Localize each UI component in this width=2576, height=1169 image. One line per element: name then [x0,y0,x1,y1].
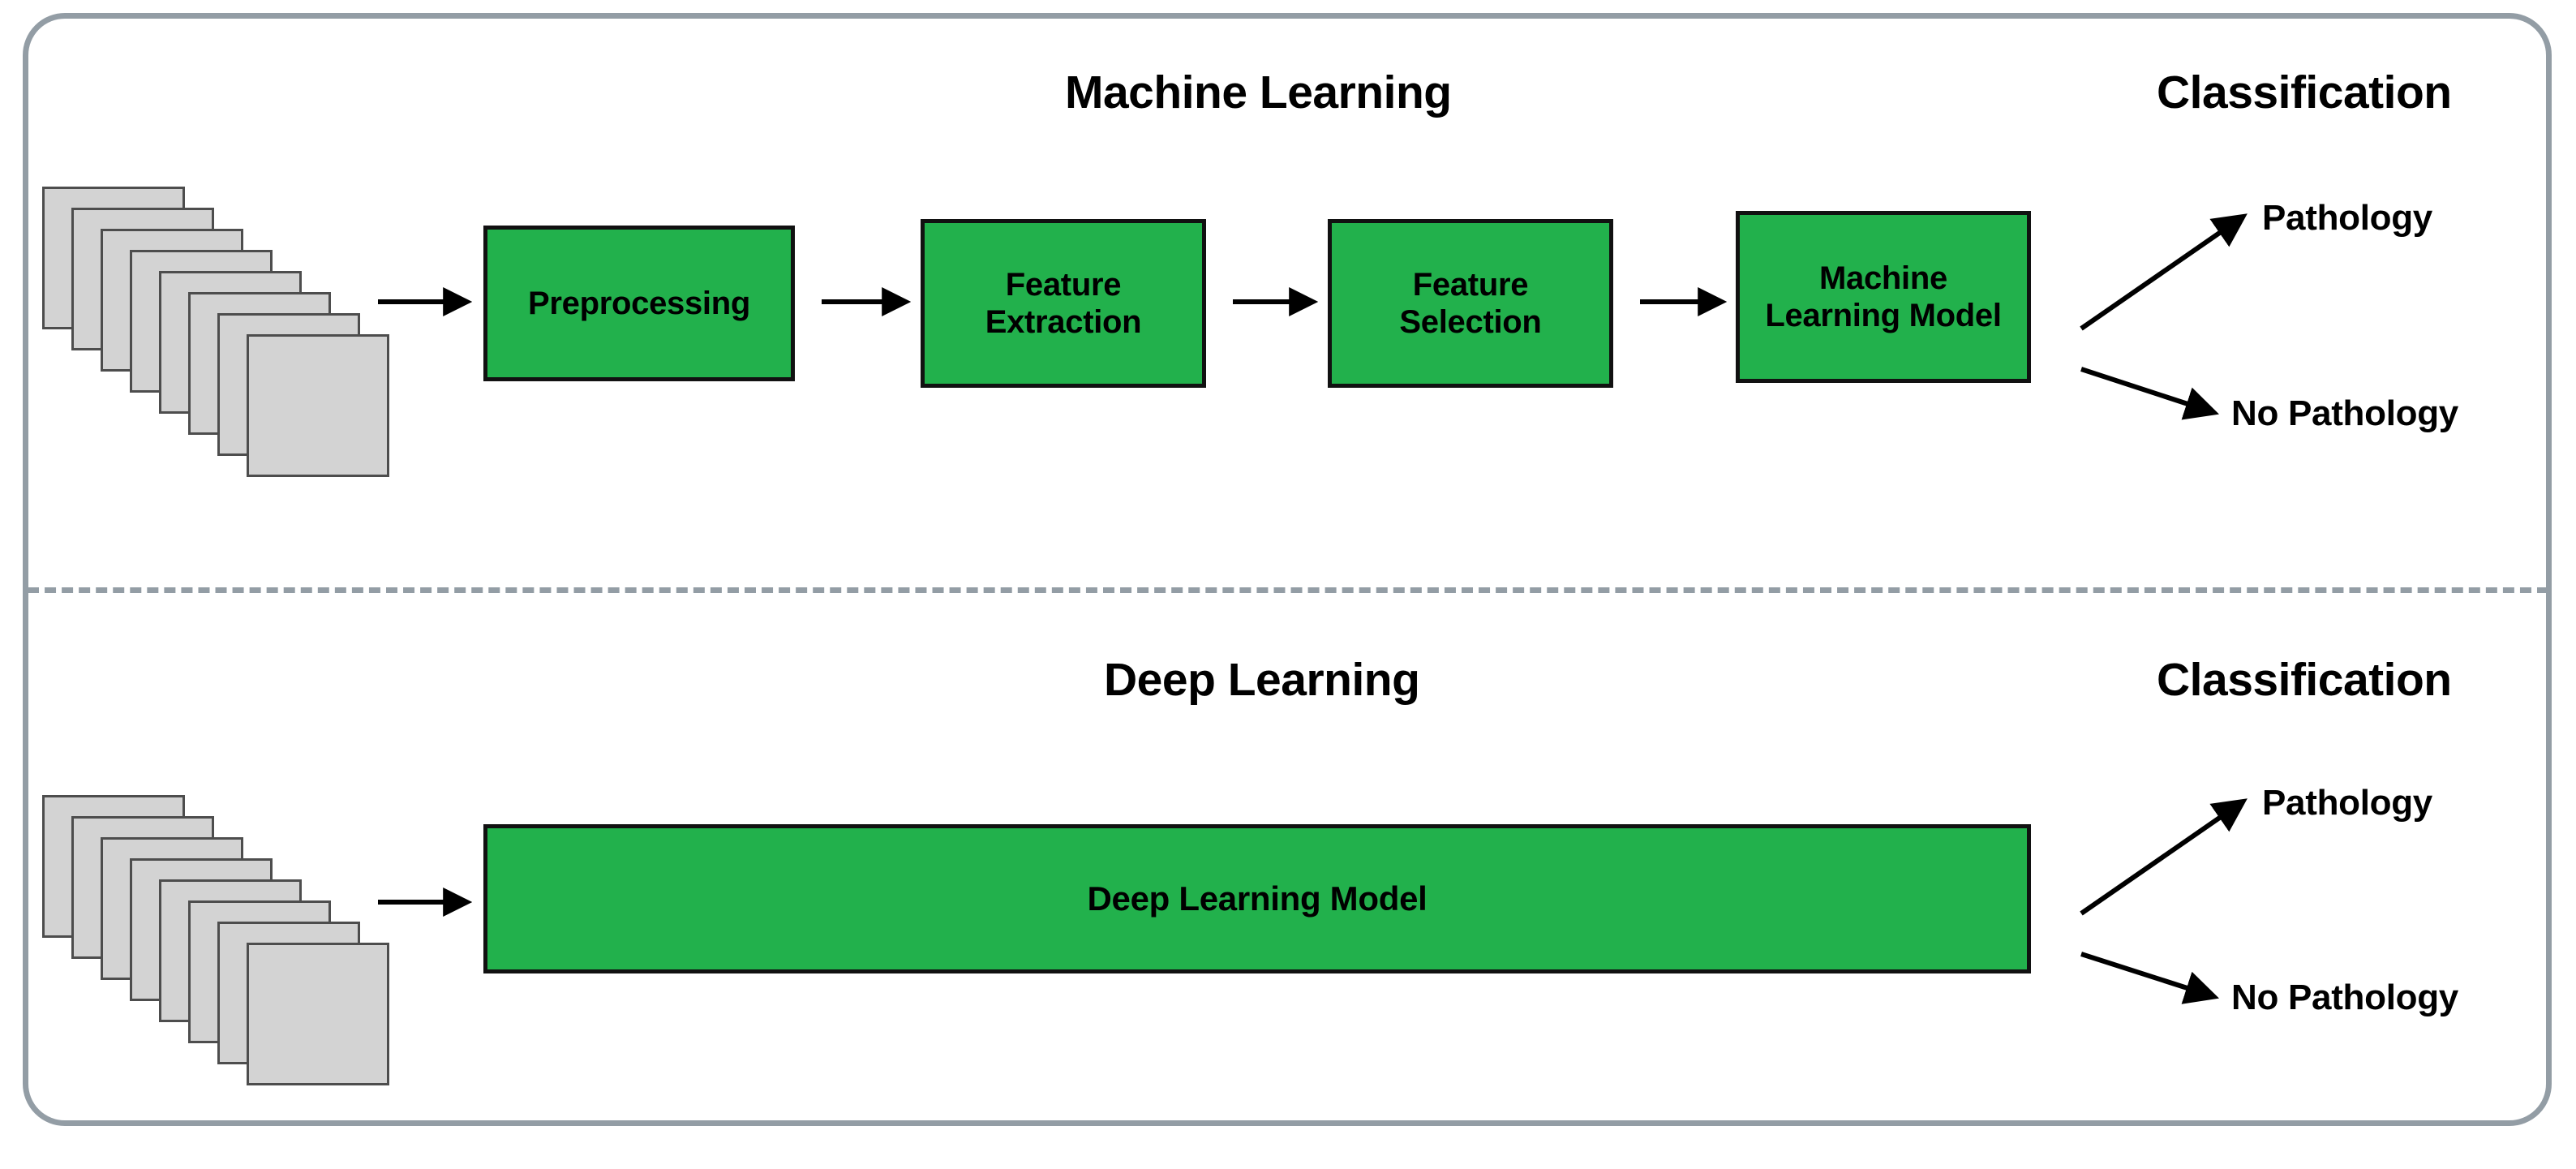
process-box-preprocessing[interactable]: Preprocessing [483,226,795,381]
process-box-machine-learning-model[interactable]: Machine Learning Model [1736,211,2031,383]
process-box-feature-selection-line-0: Feature [1412,267,1529,303]
outcome-label-no-pathology-bottom: No Pathology [2231,978,2458,1017]
classification-title-top: Classification [2157,67,2452,118]
classification-title-bottom: Classification [2157,654,2452,706]
process-box-feature-extraction[interactable]: Feature Extraction [921,219,1206,388]
process-box-deep-learning-model-line-0: Deep Learning Model [1087,879,1428,918]
deep-learning-title: Deep Learning [1104,654,1420,706]
dl-input-image-card [247,943,389,1085]
process-box-machine-learning-model-line-1: Learning Model [1765,298,2002,333]
outcome-label-pathology-top: Pathology [2262,198,2432,238]
process-box-machine-learning-model-line-0: Machine [1819,260,1947,296]
outcome-label-pathology-bottom: Pathology [2262,783,2432,823]
process-box-preprocessing-line-0: Preprocessing [528,286,750,321]
diagram-outer-frame [23,13,2552,1126]
outcome-label-no-pathology-top: No Pathology [2231,393,2458,433]
section-divider [28,587,2548,593]
machine-learning-title: Machine Learning [1065,67,1452,118]
process-box-deep-learning-model[interactable]: Deep Learning Model [483,824,2031,973]
process-box-feature-extraction-line-0: Feature [1005,267,1122,303]
ml-input-image-card [247,334,389,477]
process-box-feature-selection[interactable]: Feature Selection [1328,219,1613,388]
process-box-feature-extraction-line-1: Extraction [985,304,1142,340]
dl-input-image-stack [42,795,391,1085]
ml-input-image-stack [42,187,391,477]
process-box-feature-selection-line-1: Selection [1399,304,1542,340]
